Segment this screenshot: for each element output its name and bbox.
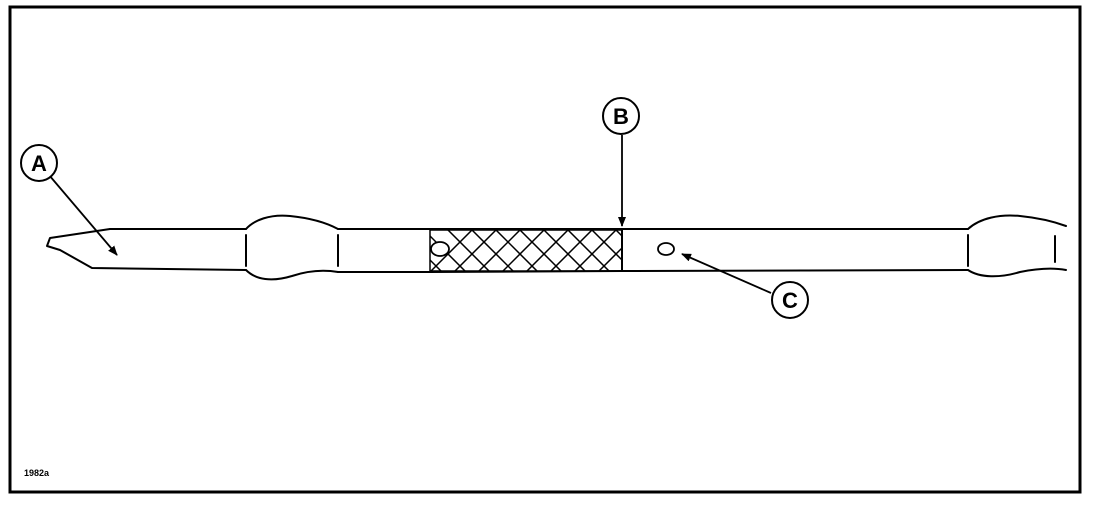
dipstick-tip: [46, 228, 247, 271]
figure-frame: [8, 5, 1082, 494]
callout-b: B: [602, 97, 640, 135]
callout-label-a: A: [31, 151, 47, 176]
crosshatch-border: [429, 229, 623, 272]
dipstick-blade: [46, 214, 1067, 281]
hole-min-mark: [430, 241, 450, 257]
blade-wave-right: [967, 214, 1067, 230]
hole-c: [657, 242, 675, 256]
leader-line-a: [48, 174, 118, 256]
callout-label-b: B: [613, 104, 629, 129]
callout-a: A: [20, 144, 58, 182]
blade-wave-left: [245, 214, 339, 230]
figure-id-label: 1982a: [24, 468, 50, 478]
callout-label-c: C: [782, 288, 798, 313]
callout-c: C: [771, 281, 809, 319]
leader-line-c: [681, 253, 772, 294]
